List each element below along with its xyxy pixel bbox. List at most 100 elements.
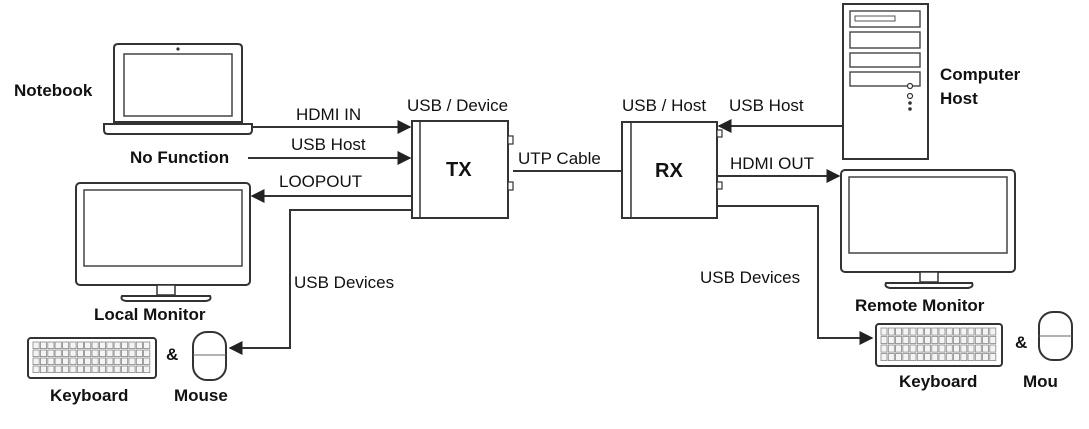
keyboard-key (54, 341, 62, 349)
keyboard-key (902, 344, 910, 353)
remote-monitor-label: Remote Monitor (855, 296, 985, 315)
keyboard-key (143, 341, 151, 349)
keyboard-key (40, 365, 48, 373)
hdmi-out-label: HDMI OUT (730, 154, 814, 173)
keyboard-key (99, 349, 107, 357)
keyboard-key (99, 357, 107, 365)
keyboard-key (106, 365, 114, 373)
keyboard-key (106, 349, 114, 357)
keyboard-key (902, 353, 910, 361)
desktop-tower-icon (842, 3, 929, 160)
keyboard-key (989, 344, 997, 353)
keyboard-key (84, 357, 92, 365)
keyboard-key (880, 336, 888, 344)
host-label: Host (940, 89, 978, 108)
usb-devices-right-line (717, 205, 874, 345)
keyboard-key (121, 349, 129, 357)
keyboard-key (84, 349, 92, 357)
keyboard-key (938, 344, 946, 353)
keyboard-key (47, 365, 55, 373)
keyboard-key (69, 349, 77, 357)
tx-label: TX (446, 159, 472, 181)
keyboard-key (40, 357, 48, 365)
keyboard-key (113, 357, 121, 365)
rx-label: RX (655, 160, 683, 182)
keyboard-key (953, 327, 960, 336)
keyboard-key (91, 349, 99, 357)
utp-cable-label: UTP Cable (518, 149, 601, 168)
keyboard-key (32, 349, 40, 357)
keyboard-key (69, 341, 77, 349)
keyboard-key (916, 353, 924, 361)
keyboard-key (880, 327, 888, 336)
loopout-label: LOOPOUT (279, 172, 362, 191)
usb-devices-right-label: USB Devices (700, 268, 800, 287)
keyboard-key (953, 336, 960, 344)
keyboard-key (887, 336, 895, 344)
keyboard-key (974, 344, 982, 353)
keyboard-key (909, 336, 917, 344)
usb-host-right-label: USB Host (729, 96, 804, 115)
keyboard-icon (27, 337, 157, 379)
mouse-icon (1038, 311, 1073, 361)
keyboard-key (47, 341, 55, 349)
keyboard-key (106, 357, 114, 365)
keyboard-key (945, 344, 953, 353)
keyboard-key (953, 353, 960, 361)
keyboard-key (887, 353, 895, 361)
keyboard-key (974, 327, 982, 336)
keyboard-key (135, 341, 143, 349)
keyboard-key (121, 341, 129, 349)
keyboard-key (62, 357, 70, 365)
keyboard-key (931, 336, 939, 344)
hdmi-in-label: HDMI IN (296, 105, 361, 124)
usb-devices-left-label: USB Devices (294, 273, 394, 292)
keyboard-key (924, 353, 931, 361)
remote-monitor-icon (840, 169, 1016, 289)
keyboard-key (960, 353, 968, 361)
keyboard-key (47, 349, 55, 357)
keyboard-key (113, 341, 121, 349)
keyboard-key (40, 349, 48, 357)
keyboard-key (938, 327, 946, 336)
keyboard-key (40, 341, 48, 349)
keyboard-key (84, 341, 92, 349)
ampersand-label: & (1015, 333, 1027, 352)
keyboard-key (989, 353, 997, 361)
keyboard-key (32, 341, 40, 349)
keyboard-key (909, 344, 917, 353)
keyboard-key (62, 349, 70, 357)
keyboard-key (143, 349, 151, 357)
tx-unit: TX (411, 120, 514, 219)
keyboard-key (960, 344, 968, 353)
keyboard-label: Keyboard (899, 372, 977, 391)
keyboard-key (902, 336, 910, 344)
keyboard-key (931, 344, 939, 353)
usb-host-label: USB Host (291, 135, 366, 154)
keyboard-key (76, 349, 84, 357)
rx-unit: RX (621, 121, 723, 219)
keyboard-key (143, 365, 151, 373)
ampersand-label: & (166, 345, 178, 364)
keyboard-key (924, 344, 931, 353)
keyboard-key (931, 353, 939, 361)
keyboard-key (895, 336, 902, 344)
keyboard-key (91, 341, 99, 349)
keyboard-key (54, 349, 62, 357)
keyboard-key (974, 353, 982, 361)
keyboard-key (953, 344, 960, 353)
keyboard-icon (875, 323, 1003, 367)
keyboard-key (989, 336, 997, 344)
keyboard-key (121, 357, 129, 365)
keyboard-key (967, 353, 975, 361)
keyboard-key (895, 327, 902, 336)
keyboard-key (967, 327, 975, 336)
keyboard-key (895, 344, 902, 353)
keyboard-key (982, 327, 989, 336)
local-monitor-icon (75, 182, 251, 302)
keyboard-key (931, 327, 939, 336)
keyboard-key (128, 349, 136, 357)
keyboard-key (128, 341, 136, 349)
keyboard-key (960, 327, 968, 336)
keyboard-key (62, 365, 70, 373)
